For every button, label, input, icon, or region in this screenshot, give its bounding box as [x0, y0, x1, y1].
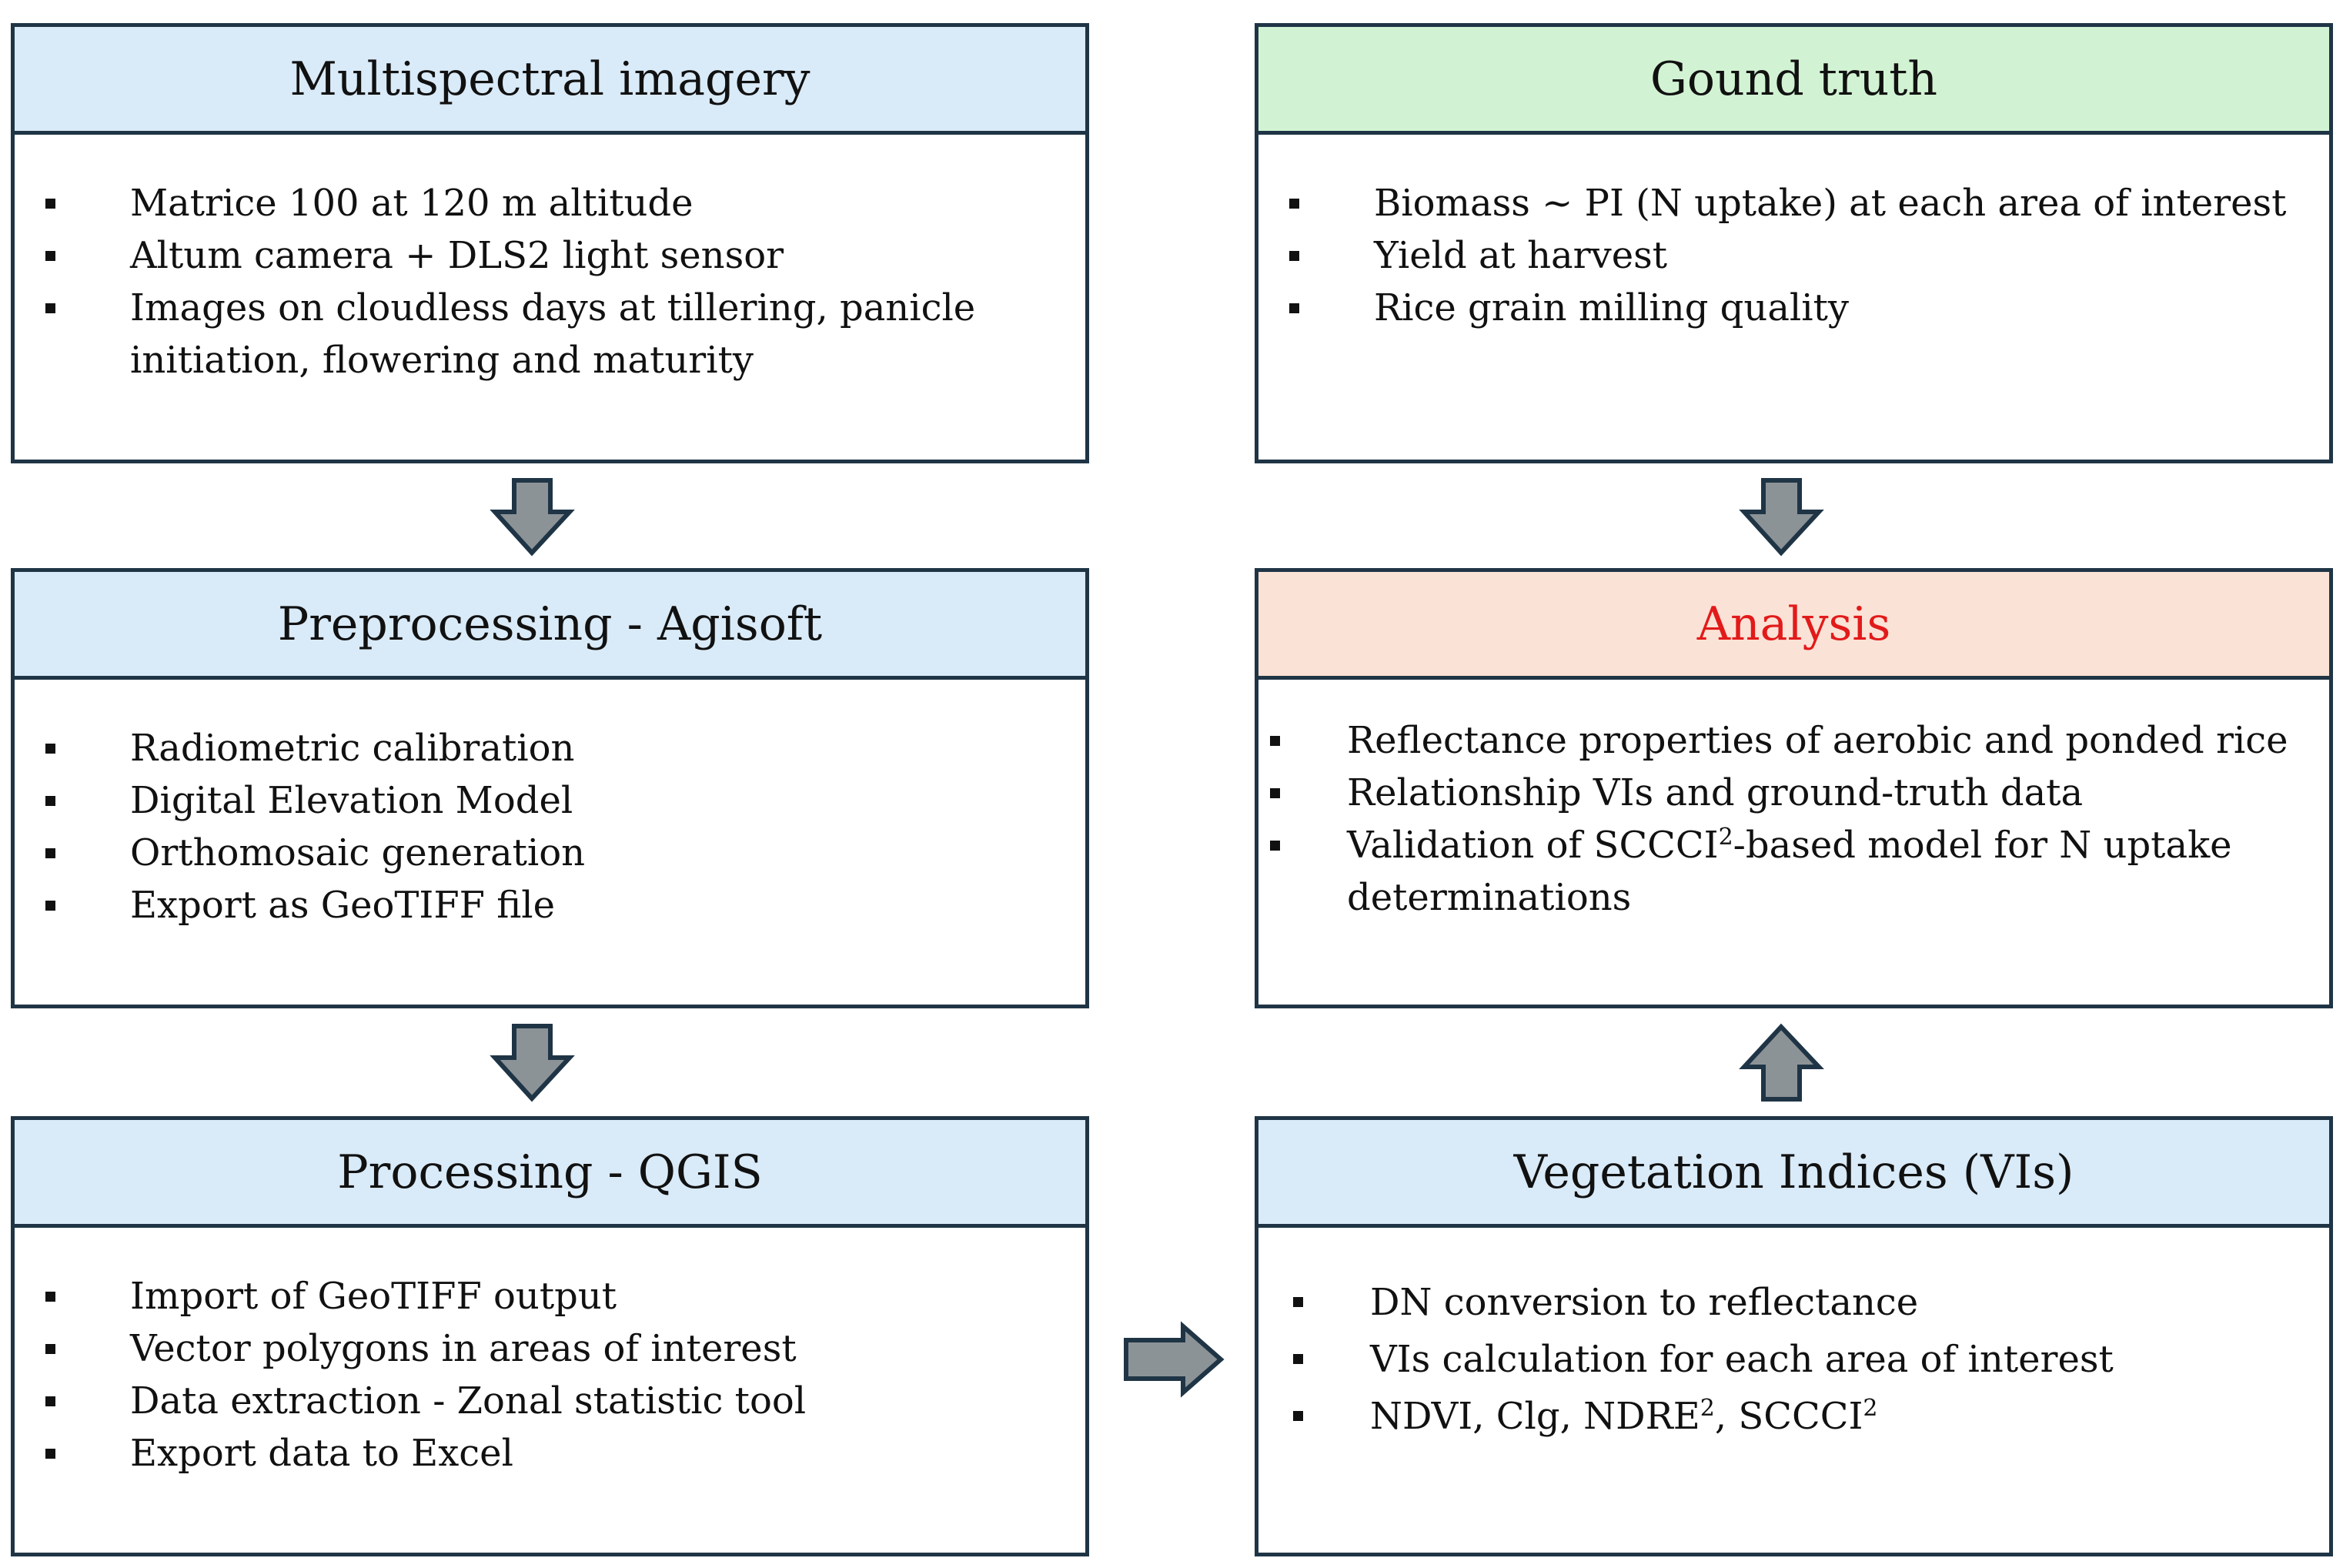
bullet-icon — [45, 848, 55, 858]
preprocessing-title: Preprocessing - Agisoft — [15, 572, 1085, 680]
list-item: Biomass ~ PI (N uptake) at each area of … — [1289, 177, 2298, 229]
list-item: Export data to Excel — [45, 1427, 1055, 1479]
list-item: Matrice 100 at 120 m altitude — [45, 177, 1055, 229]
bullet-icon — [1289, 303, 1299, 313]
analysis-list: Reflectance properties of aerobic and po… — [1270, 714, 2321, 924]
multispectral-imagery-title: Multispectral imagery — [15, 27, 1085, 135]
list-item: Images on cloudless days at tillering, p… — [45, 282, 1055, 386]
list-item: Vector polygons in areas of interest — [45, 1322, 1055, 1375]
bullet-icon — [45, 1292, 55, 1302]
arrow-down-icon — [490, 478, 575, 557]
bullet-icon — [1289, 199, 1299, 209]
vegetation-indices-title: Vegetation Indices (VIs) — [1258, 1120, 2329, 1228]
bullet-icon — [45, 199, 55, 209]
vegetation-indices-box: Vegetation Indices (VIs) DN conversion t… — [1255, 1116, 2333, 1556]
bullet-icon — [45, 1449, 55, 1459]
bullet-icon — [45, 1396, 55, 1406]
analysis-title: Analysis — [1258, 572, 2329, 680]
arrow-right-icon — [1124, 1321, 1225, 1398]
list-item: Digital Elevation Model — [45, 774, 1055, 827]
bullet-icon — [1293, 1411, 1303, 1421]
bullet-icon — [45, 251, 55, 261]
vegetation-indices-list: DN conversion to reflectance VIs calcula… — [1293, 1274, 2298, 1445]
list-item: NDVI, Clg, NDRE2, SCCCI2 — [1293, 1388, 2298, 1445]
list-item: VIs calculation for each area of interes… — [1293, 1331, 2298, 1388]
superscript: 2 — [1863, 1395, 1878, 1422]
list-item: DN conversion to reflectance — [1293, 1274, 2298, 1331]
bullet-icon — [45, 744, 55, 754]
preprocessing-box: Preprocessing - Agisoft Radiometric cali… — [11, 568, 1089, 1008]
bullet-icon — [45, 796, 55, 806]
list-item: Orthomosaic generation — [45, 827, 1055, 879]
ground-truth-box: Gound truth Biomass ~ PI (N uptake) at e… — [1255, 23, 2333, 463]
bullet-icon — [1270, 788, 1280, 798]
multispectral-imagery-list: Matrice 100 at 120 m altitude Altum came… — [45, 177, 1055, 386]
bullet-icon — [45, 1344, 55, 1354]
arrow-down-icon — [490, 1024, 575, 1102]
bullet-icon — [45, 303, 55, 313]
processing-title: Processing - QGIS — [15, 1120, 1085, 1228]
list-item: Export as GeoTIFF file — [45, 879, 1055, 931]
arrow-up-icon — [1739, 1023, 1824, 1102]
superscript: 2 — [1718, 824, 1733, 851]
list-item: Validation of SCCCI2-based model for N u… — [1270, 819, 2321, 924]
list-item: Radiometric calibration — [45, 722, 1055, 774]
list-item: Yield at harvest — [1289, 229, 2298, 282]
processing-box: Processing - QGIS Import of GeoTIFF outp… — [11, 1116, 1089, 1556]
bullet-icon — [1270, 841, 1280, 851]
bullet-icon — [1293, 1297, 1303, 1307]
list-item: Data extraction - Zonal statistic tool — [45, 1375, 1055, 1427]
bullet-icon — [45, 901, 55, 911]
list-item: Relationship VIs and ground-truth data — [1270, 767, 2321, 819]
bullet-icon — [1270, 736, 1280, 746]
preprocessing-list: Radiometric calibration Digital Elevatio… — [45, 722, 1055, 931]
multispectral-imagery-box: Multispectral imagery Matrice 100 at 120… — [11, 23, 1089, 463]
arrow-down-icon — [1739, 478, 1824, 557]
processing-list: Import of GeoTIFF output Vector polygons… — [45, 1270, 1055, 1479]
list-item: Import of GeoTIFF output — [45, 1270, 1055, 1322]
superscript: 2 — [1700, 1395, 1715, 1422]
ground-truth-title: Gound truth — [1258, 27, 2329, 135]
list-item: Rice grain milling quality — [1289, 282, 2298, 334]
list-item: Reflectance properties of aerobic and po… — [1270, 714, 2321, 767]
bullet-icon — [1293, 1354, 1303, 1364]
ground-truth-list: Biomass ~ PI (N uptake) at each area of … — [1289, 177, 2298, 334]
list-item: Altum camera + DLS2 light sensor — [45, 229, 1055, 282]
analysis-box: Analysis Reflectance properties of aerob… — [1255, 568, 2333, 1008]
bullet-icon — [1289, 251, 1299, 261]
